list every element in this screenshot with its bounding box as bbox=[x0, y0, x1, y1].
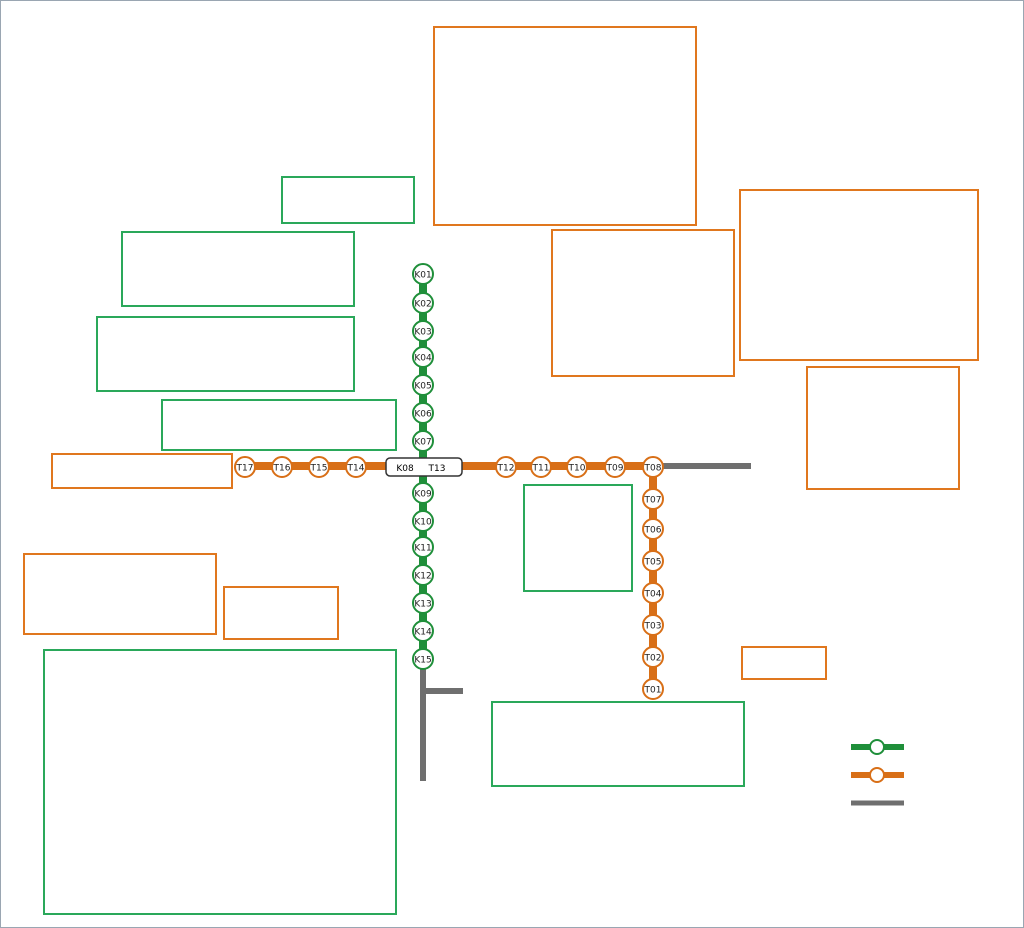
callout-box-higashiyama bbox=[739, 189, 979, 361]
callout-box-daigo bbox=[741, 646, 827, 680]
callout-box-kitaoji bbox=[96, 316, 355, 392]
callout-box-nijo bbox=[23, 553, 217, 635]
callout-box-kujo bbox=[491, 701, 745, 787]
callout-box-keage bbox=[806, 366, 960, 490]
map-key bbox=[849, 739, 999, 811]
callout-box-shijo bbox=[523, 484, 633, 592]
callout-box-toei-uzumasa bbox=[51, 453, 233, 489]
callout-box-manga-museum bbox=[223, 586, 339, 640]
callout-box-imadegawa bbox=[161, 399, 397, 451]
callout-box-kamigamo bbox=[121, 231, 355, 307]
legend-tozai-marker-icon bbox=[869, 767, 885, 783]
callout-box-kyoto-station bbox=[43, 649, 397, 915]
legend-karasuma-marker-icon bbox=[869, 739, 885, 755]
callout-box-sanjo-area bbox=[433, 26, 697, 226]
callout-box-sanjo-keihan bbox=[551, 229, 735, 377]
callout-box-shugakuin bbox=[281, 176, 415, 224]
